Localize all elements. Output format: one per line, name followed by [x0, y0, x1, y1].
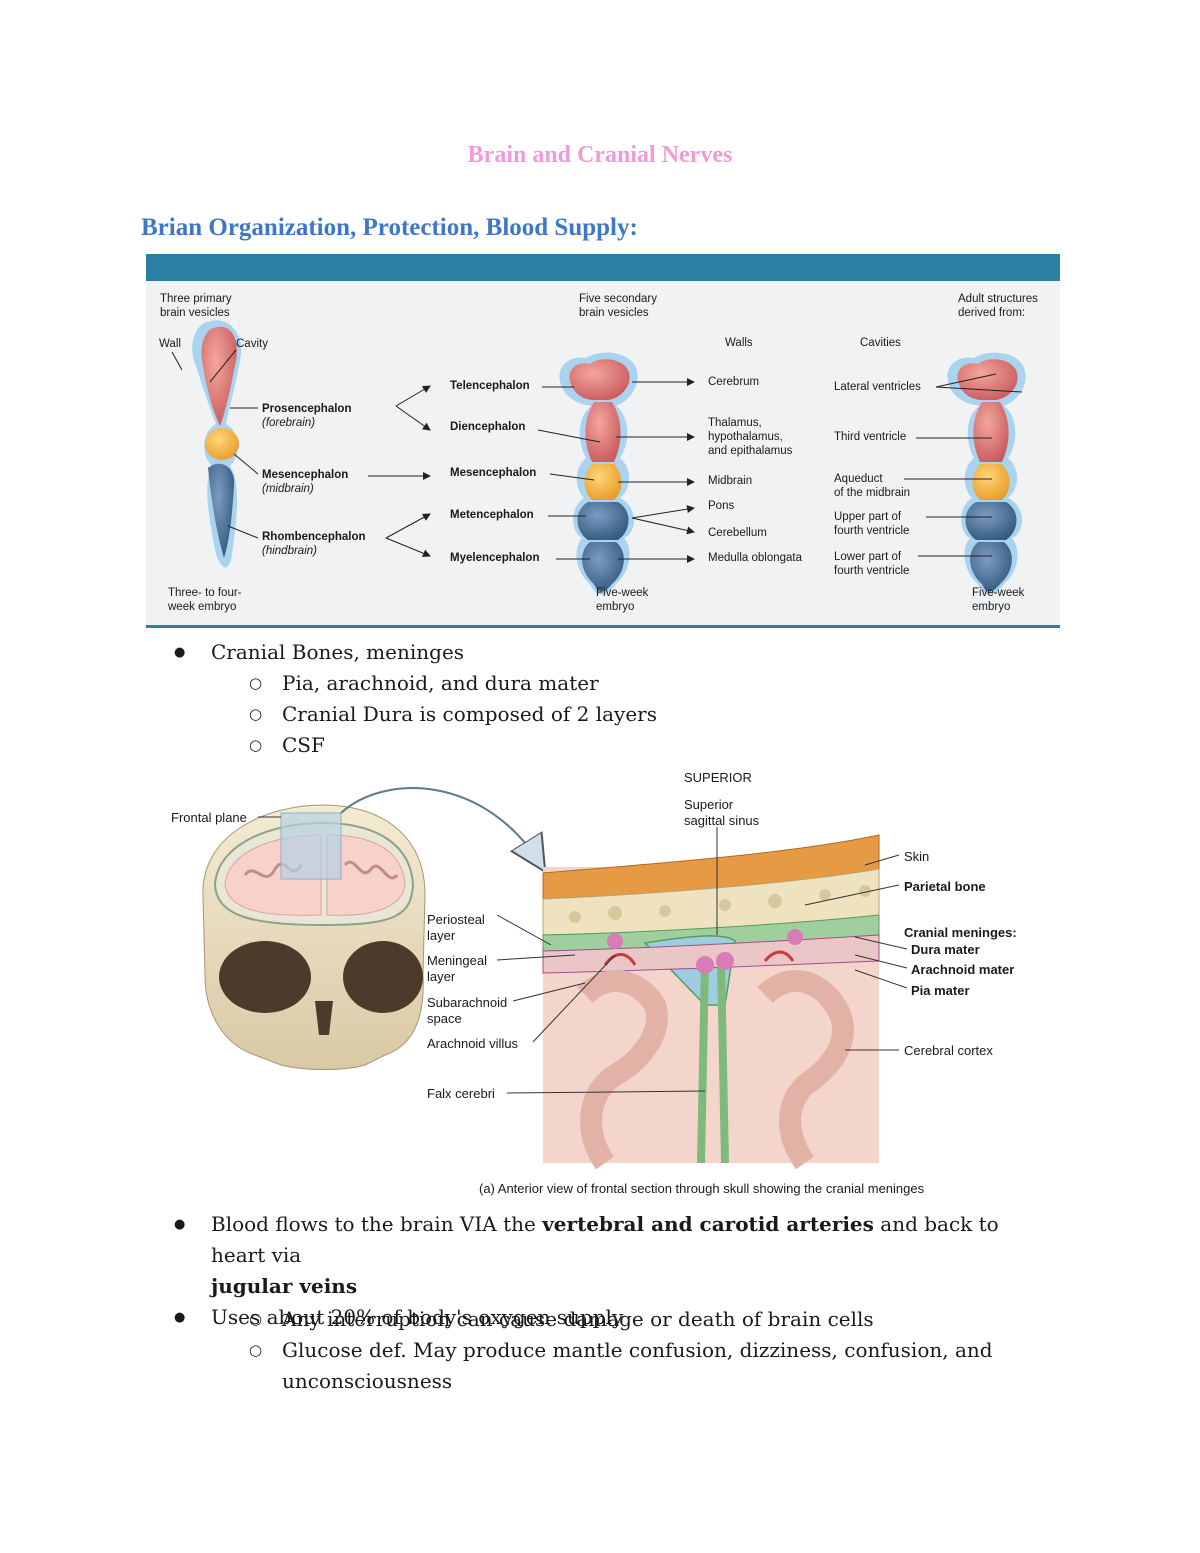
meninges-section-illustration [542, 834, 880, 1170]
meninges-figure-caption: (a) Anterior view of frontal section thr… [479, 1181, 925, 1196]
wall-structure-2: Thalamus, hypothalamus, and epithalamus [708, 417, 793, 457]
parietal-bone-label: Parietal bone [904, 879, 986, 894]
wall-structure-3: Midbrain [708, 475, 753, 487]
secondary-vesicle-1: Telencephalon [450, 380, 530, 392]
arachnoid-mater-label: Arachnoid mater [911, 962, 1015, 977]
wall-structure-1: Cerebrum [708, 376, 760, 388]
cavity-structure-2: Third ventricle [834, 431, 907, 443]
bullet-list-blood-supply: Blood flows to the brain VIA the vertebr… [174, 1209, 1051, 1333]
list-item: Any interruption can cause damage or dea… [249, 1304, 1042, 1335]
list-item: Cranial Bones, meninges [174, 637, 464, 668]
arachnoid-villus-label: Arachnoid villus [427, 1036, 519, 1051]
document-title: Brain and Cranial Nerves [467, 142, 733, 168]
skin-label: Skin [904, 849, 930, 864]
secondary-vesicle-4: Metencephalon [450, 509, 534, 521]
wall-structure-6: Medulla oblongata [708, 552, 802, 564]
list-item: Cranial Dura is composed of 2 layers [249, 699, 657, 730]
primary-vesicle-embryo [192, 320, 242, 568]
secondary-vesicle-3: Mesencephalon [450, 467, 537, 479]
caption-right: Five-week embryo [972, 587, 1025, 613]
superior-label: SUPERIOR [684, 770, 752, 785]
sub-bullet-list-oxygen: Any interruption can cause damage or dea… [249, 1304, 1042, 1397]
periosteal-layer-label: Periosteal layer [427, 912, 485, 943]
brain-vesicle-figure [146, 254, 1060, 628]
primary-vesicle-2: Mesencephalon(midbrain) [262, 469, 349, 495]
caption-mid: Five-week embryo [596, 587, 649, 613]
primary-vesicle-3: Rhombencephalon(hindbrain) [262, 531, 366, 557]
col-secondary-heading: Five secondary brain vesicles [579, 293, 657, 319]
meningeal-layer-label: Meningeal layer [427, 953, 487, 984]
list-item: Blood flows to the brain VIA the vertebr… [174, 1209, 1051, 1302]
cavity-structure-5: Lower part of fourth ventricle [834, 551, 910, 577]
sub-bullet-list-meninges: Pia, arachnoid, and dura mater Cranial D… [249, 668, 657, 761]
list-item: CSF [249, 730, 657, 761]
cavity-structure-1: Lateral ventricles [834, 381, 921, 393]
cavity-structure-3: Aqueduct of the midbrain [834, 473, 911, 499]
skull-illustration [202, 787, 541, 1070]
secondary-vesicle-embryo [559, 352, 638, 595]
adult-structure-embryo [947, 352, 1026, 595]
secondary-vesicle-2: Diencephalon [450, 421, 526, 433]
falx-cerebri-label: Falx cerebri [427, 1086, 495, 1101]
dura-mater-label: Dura mater [911, 942, 980, 957]
meninges-figure [165, 765, 1045, 1205]
walls-header: Walls [725, 337, 753, 349]
caption-left: Three- to four- week embryo [168, 587, 242, 613]
cerebral-cortex-label: Cerebral cortex [904, 1043, 993, 1058]
superior-sagittal-sinus-label: Superior sagittal sinus [684, 797, 760, 828]
col-adult-heading: Adult structures derived from: [958, 293, 1038, 319]
primary-vesicle-1: Prosencephalon(forebrain) [262, 403, 352, 429]
figure-header-bar [146, 254, 1060, 281]
wall-label: Wall [159, 338, 181, 350]
cavity-structure-4: Upper part of fourth ventricle [834, 511, 910, 537]
section-heading: Brian Organization, Protection, Blood Su… [141, 214, 638, 241]
list-item: Glucose def. May produce mantle confusio… [249, 1335, 1042, 1397]
subarachnoid-space-label: Subarachnoid space [427, 995, 508, 1026]
wall-structure-5: Cerebellum [708, 527, 767, 539]
pia-mater-label: Pia mater [911, 983, 970, 998]
list-item: Pia, arachnoid, and dura mater [249, 668, 657, 699]
secondary-vesicle-5: Myelencephalon [450, 552, 540, 564]
bullet-list-meninges: Cranial Bones, meninges [174, 637, 464, 668]
cavities-header: Cavities [860, 337, 901, 349]
frontal-plane-label: Frontal plane [171, 810, 247, 825]
col-primary-heading: Three primary brain vesicles [160, 293, 232, 319]
cavity-label: Cavity [236, 338, 268, 350]
wall-structure-4: Pons [708, 500, 735, 512]
cranial-meninges-label: Cranial meninges: [904, 925, 1017, 940]
